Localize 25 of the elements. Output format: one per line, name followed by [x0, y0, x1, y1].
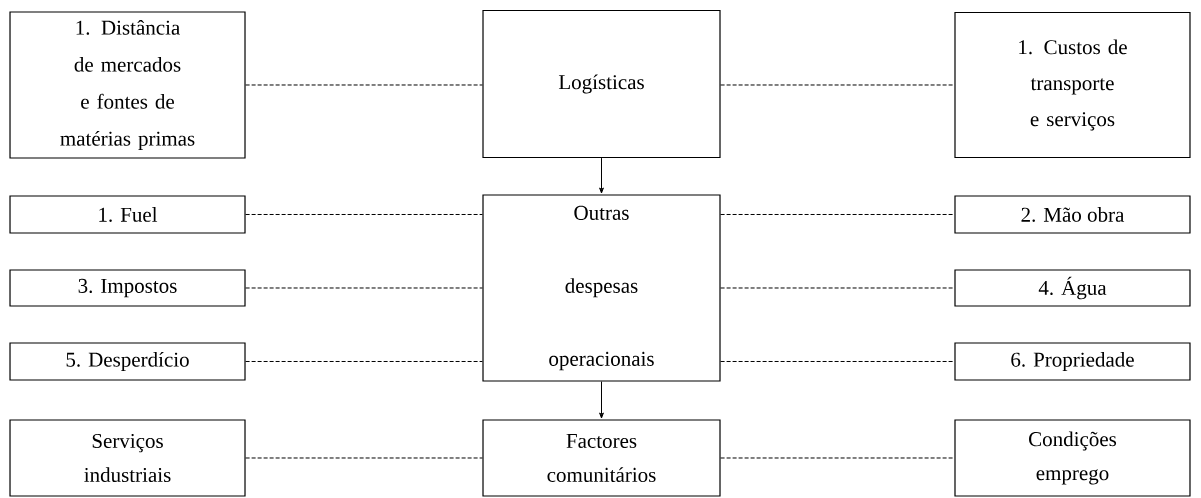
process-box: 1. Fuel: [9, 195, 246, 234]
dashed-line: [245, 361, 483, 362]
process-box: 4. Água: [954, 269, 1191, 307]
process-box: 1. Custos de transporte e serviços: [954, 11, 1191, 159]
dashed-line: [720, 457, 955, 459]
arrow: [599, 157, 604, 194]
process-box: Factores comunitários: [482, 419, 721, 497]
process-box: Logísticas: [482, 9, 721, 159]
dashed-line: [720, 287, 955, 289]
dashed-line: [245, 84, 483, 86]
process-box: Condições emprego: [954, 419, 1191, 497]
process-box: 1. Distância de mercados e fontes de matérias primas: [9, 11, 246, 159]
dashed-line: [720, 84, 955, 86]
process-box: 2. Mão obra: [954, 195, 1191, 234]
dashed-line: [245, 214, 483, 215]
process-box: Serviços industriais: [9, 419, 246, 497]
arrow: [599, 381, 604, 419]
dashed-line: [720, 361, 955, 362]
process-box: 5. Desperdício: [9, 342, 246, 381]
dashed-line: [245, 457, 483, 459]
process-box: 3. Impostos: [9, 269, 246, 307]
dashed-line: [720, 214, 955, 215]
process-box: 6. Propriedade: [954, 342, 1191, 381]
dashed-line: [245, 287, 483, 289]
process-box: Outras despesas operacionais: [482, 194, 721, 382]
